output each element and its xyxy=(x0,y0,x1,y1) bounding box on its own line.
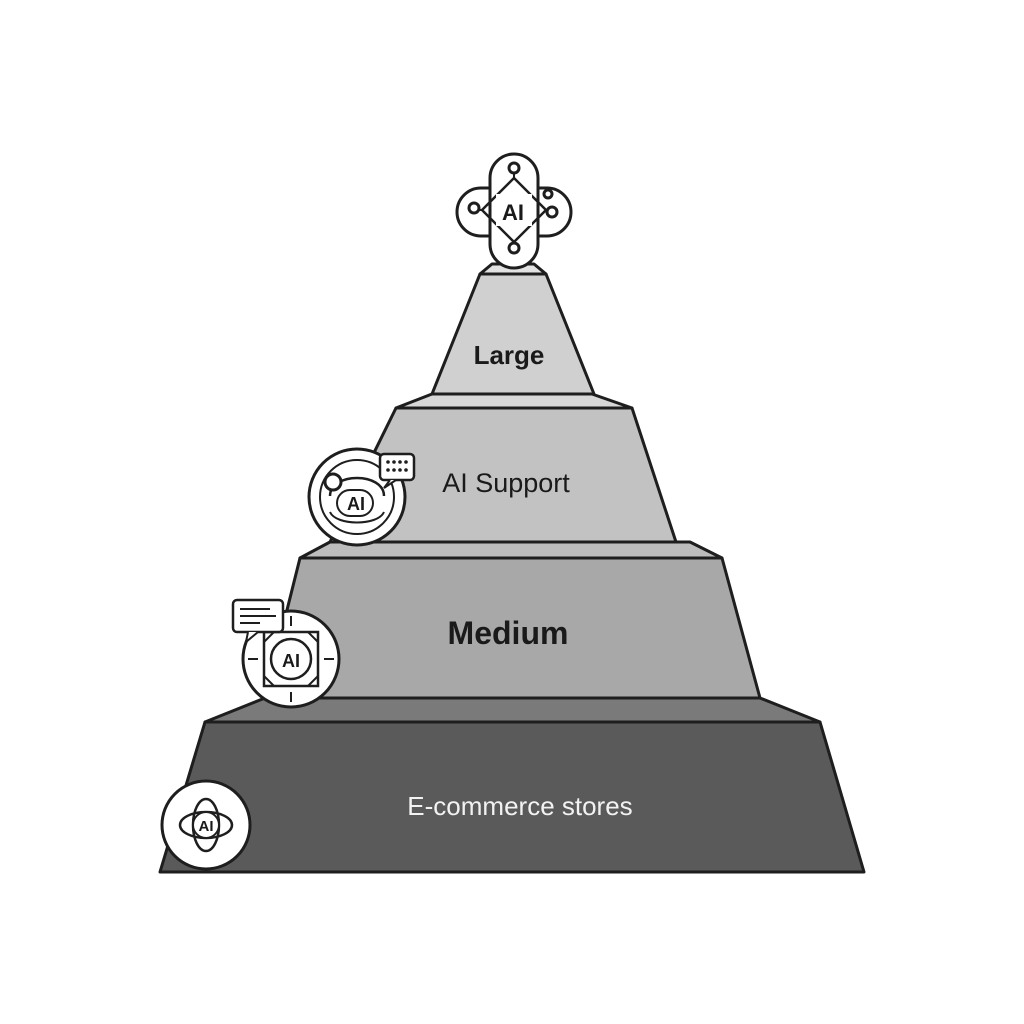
tier-ai-support-ledge xyxy=(394,392,634,410)
tier-ecommerce-label: E-commerce stores xyxy=(407,791,632,821)
ai-support-icon: AI xyxy=(307,447,416,547)
tier-large: Large xyxy=(430,262,596,396)
tier-ai-support-label: AI Support xyxy=(442,468,570,498)
ai-chat-icon-text: AI xyxy=(282,651,300,671)
ai-orbit-icon-text: AI xyxy=(199,818,214,835)
ai-chat-icon: AI xyxy=(231,598,341,709)
tier-large-label: Large xyxy=(474,340,545,370)
ai-support-icon-text: AI xyxy=(347,494,365,514)
tier-medium-label: Medium xyxy=(448,615,569,651)
tier-ecommerce: E-commerce stores xyxy=(158,696,866,874)
tier-ai-support: AI Support xyxy=(328,392,678,544)
ai-network-icon: AI xyxy=(455,152,573,270)
tier-medium: Medium xyxy=(263,540,762,700)
tier-large-face xyxy=(430,272,596,396)
ai-orbit-icon: AI xyxy=(160,779,252,871)
ai-network-icon-text: AI xyxy=(502,200,524,225)
